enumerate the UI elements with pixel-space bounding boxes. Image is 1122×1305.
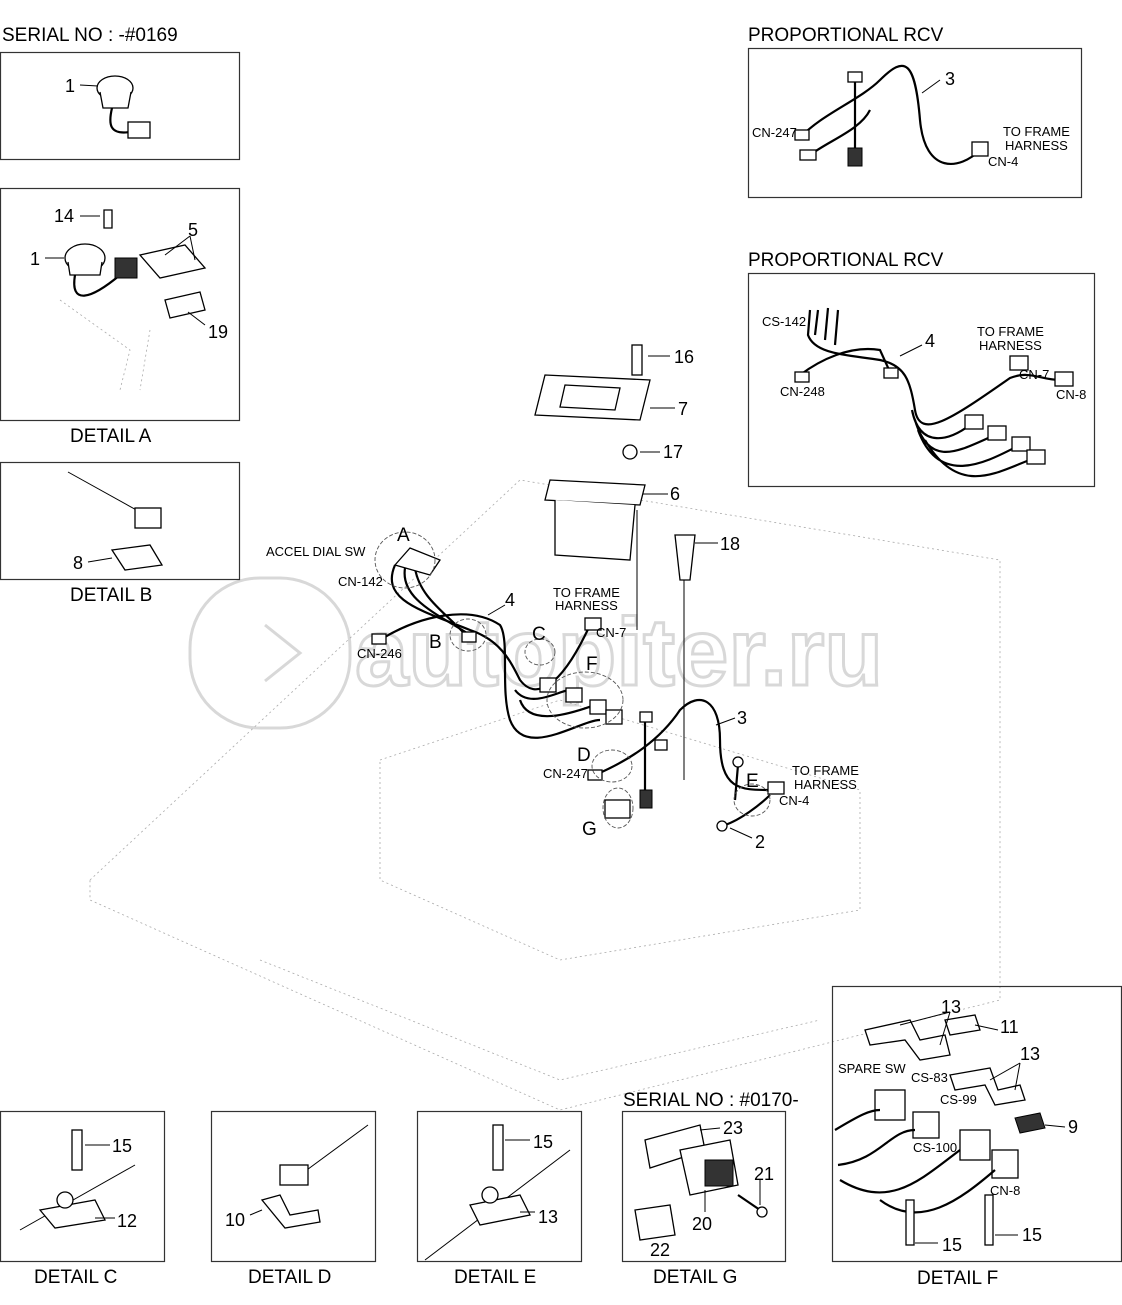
switch-part-1	[96, 75, 151, 139]
callout-13-f: 13	[1020, 1044, 1040, 1064]
detail-a-parts	[59, 209, 207, 391]
label-cn-8-rcv: CN-8	[1056, 387, 1086, 402]
callout-9: 9	[1068, 1117, 1078, 1137]
marker-b: B	[429, 632, 442, 653]
callout-18: 18	[720, 534, 740, 554]
callout-15-c: 15	[112, 1136, 132, 1156]
label-to-frame-main-2: TO FRAME	[792, 763, 859, 778]
callout-8: 8	[73, 553, 83, 573]
callout-17: 17	[663, 442, 683, 462]
rcv-1-panel	[747, 47, 1083, 199]
marker-a: A	[397, 525, 410, 546]
callout-15-e: 15	[533, 1132, 553, 1152]
callout-4: 4	[505, 590, 515, 610]
serial-new-title: SERIAL NO : #0170-	[623, 1090, 799, 1111]
callout-15-f-left: 15	[942, 1235, 962, 1255]
label-cs-142: CS-142	[762, 314, 806, 329]
marker-d: D	[577, 745, 591, 766]
label-harness: HARNESS	[1005, 138, 1068, 153]
harness-3-rcv	[794, 64, 989, 167]
callout-2: 2	[755, 832, 765, 852]
callout-13-f-top: 13	[941, 997, 961, 1017]
detail-c-panel	[0, 1110, 166, 1263]
label-cs-83: CS-83	[911, 1070, 948, 1085]
detail-e-panel	[416, 1110, 583, 1263]
label-harness-main: HARNESS	[555, 598, 618, 613]
detail-g-parts	[634, 1124, 768, 1241]
label-cn-8-f: CN-8	[990, 1183, 1020, 1198]
detail-b-caption: DETAIL B	[70, 585, 152, 606]
callout-10: 10	[225, 1210, 245, 1230]
marker-g: G	[582, 819, 597, 840]
detail-c-parts	[19, 1129, 136, 1231]
detail-f-parts	[834, 1014, 1046, 1246]
label-cs-99: CS-99	[940, 1092, 977, 1107]
callout-7: 7	[678, 399, 688, 419]
label-accel-dial-sw: ACCEL DIAL SW	[266, 544, 366, 559]
detail-g-caption: DETAIL G	[653, 1267, 737, 1288]
callout-6: 6	[670, 484, 680, 504]
rcv-2-title: PROPORTIONAL RCV	[748, 250, 944, 271]
label-cn-247-rcv: CN-247	[752, 125, 797, 140]
callout-5: 5	[188, 220, 198, 240]
detail-e-caption: DETAIL E	[454, 1267, 536, 1288]
callout-15-f-right: 15	[1022, 1225, 1042, 1245]
callout-20: 20	[692, 1214, 712, 1234]
detail-g-panel	[621, 1110, 787, 1263]
detail-a-caption: DETAIL A	[70, 426, 152, 447]
serial-old-panel	[0, 51, 241, 161]
callout-3: 3	[737, 708, 747, 728]
label-to-frame: TO FRAME	[1003, 124, 1070, 139]
rcv-1-title: PROPORTIONAL RCV	[748, 25, 944, 46]
label-cn-4-main: CN-4	[779, 793, 809, 808]
label-to-frame-2: TO FRAME	[977, 324, 1044, 339]
label-to-frame-main: TO FRAME	[553, 585, 620, 600]
callout-1a: 1	[30, 249, 40, 269]
label-harness-main-2: HARNESS	[794, 777, 857, 792]
callout-1: 1	[65, 76, 75, 96]
label-cn-247-main: CN-247	[543, 766, 588, 781]
marker-f: F	[586, 654, 598, 675]
label-cn-248: CN-248	[780, 384, 825, 399]
detail-d-parts	[260, 1124, 369, 1229]
detail-d-panel	[210, 1110, 377, 1263]
callout-16: 16	[674, 347, 694, 367]
label-cn-4-rcv: CN-4	[988, 154, 1018, 169]
callout-3-rcv: 3	[945, 69, 955, 89]
label-harness-2: HARNESS	[979, 338, 1042, 353]
marker-e: E	[746, 771, 759, 792]
detail-b-parts	[67, 471, 164, 571]
cab-floor-outline	[89, 479, 1001, 1111]
label-cn-7-main: CN-7	[596, 625, 626, 640]
detail-c-caption: DETAIL C	[34, 1267, 117, 1288]
rcv-2-panel	[747, 272, 1096, 488]
marker-c: C	[532, 624, 546, 645]
callout-21: 21	[754, 1164, 774, 1184]
detail-e-parts	[424, 1124, 571, 1261]
serial-old-title: SERIAL NO : -#0169	[2, 25, 178, 46]
detail-a-panel	[0, 187, 241, 422]
callout-12: 12	[117, 1211, 137, 1231]
detail-f-caption: DETAIL F	[917, 1268, 998, 1289]
detail-markers	[374, 531, 771, 829]
detail-b-panel	[0, 461, 241, 581]
watermark: autopiter.ru	[188, 576, 885, 730]
callout-13-e: 13	[538, 1207, 558, 1227]
callout-19: 19	[208, 322, 228, 342]
label-cs-100: CS-100	[913, 1140, 957, 1155]
callout-11: 11	[1000, 1017, 1019, 1037]
label-cn-7-rcv: CN-7	[1019, 367, 1049, 382]
callout-22: 22	[650, 1240, 670, 1260]
detail-d-caption: DETAIL D	[248, 1267, 331, 1288]
callout-23: 23	[723, 1118, 743, 1138]
harness-4-rcv	[794, 307, 1074, 478]
label-cn-246: CN-246	[357, 646, 402, 661]
label-cn-142: CN-142	[338, 574, 383, 589]
label-spare-sw: SPARE SW	[838, 1061, 906, 1076]
callout-4-rcv: 4	[925, 331, 935, 351]
callout-14: 14	[54, 206, 74, 226]
